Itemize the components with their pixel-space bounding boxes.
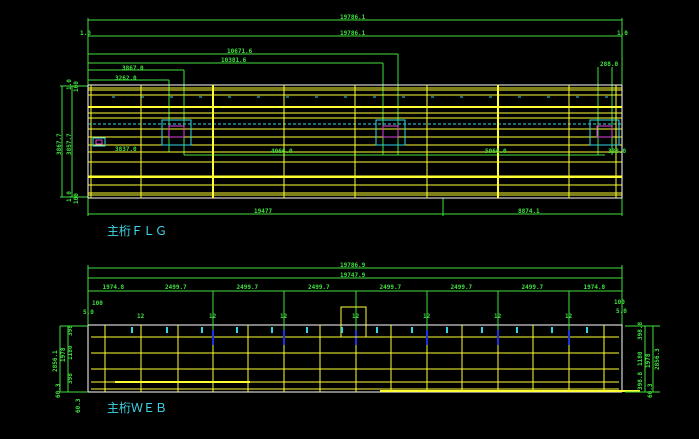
flange-edge-bottom: 1.0 [66, 191, 73, 202]
splice-box [161, 119, 192, 146]
web-top-right-a: 100 [614, 299, 625, 306]
web-right-dim-0: 398.8 [637, 322, 644, 340]
stiffener-mark: 12 [565, 313, 573, 320]
flange-edge-top: 1.0 [66, 79, 73, 90]
web-title: 主桁ＷＥＢ [107, 401, 167, 415]
stiffener-mark: 12 [280, 313, 288, 320]
web-segment-dims: 1974.8 2499.7 2499.7 2499.7 2499.7 2499.7 2499… [103, 284, 606, 291]
web-stiffener-marks: 12 12 12 12 12 12 12 [137, 313, 573, 320]
flange-dim-c: 3867.0 [122, 65, 144, 72]
web-right-dim-3: 1978 [645, 353, 652, 368]
web-segment-dim: 1974.8 [103, 284, 125, 291]
flange-bottom-left-dim: 19477 [254, 208, 272, 215]
flange-dim-a: 10671.6 [227, 48, 253, 55]
web-segment-dim: 1974.8 [584, 284, 606, 291]
splice-hole [168, 125, 185, 138]
web-segment-dim: 2499.7 [451, 284, 473, 291]
web-left-dim-4: 398 [67, 373, 74, 384]
flange-edge-bottom-2: 100 [73, 193, 80, 204]
web-right-dim-5: 60.3 [647, 383, 654, 398]
manhole-inner [95, 139, 103, 145]
web-left-dim-1: 1978 [60, 347, 67, 362]
stiffener-mark: 12 [352, 313, 360, 320]
flange-title: 主桁ＦＬＧ [107, 224, 167, 238]
splice-detail [340, 306, 367, 338]
flange-end-left: 1.0 [80, 30, 91, 37]
flange-dim-h: 288.0 [600, 61, 618, 68]
web-left-dim-2: 398 [67, 325, 74, 336]
flange-total-dim-1: 19786.1 [340, 14, 366, 21]
flange-height-outer: 3867.7 [56, 133, 63, 155]
flange-dim-i: 338.0 [608, 148, 626, 155]
flange-dim-f: 4066.0 [271, 148, 293, 155]
stiffener-mark: 12 [494, 313, 502, 320]
splice-hole [382, 125, 399, 138]
flange-dim-e: 3837.0 [115, 146, 137, 153]
web-segment-dim: 2499.7 [522, 284, 544, 291]
flange-end-right: 1.0 [617, 30, 628, 37]
web-right-dim-4: 2856.3 [654, 348, 661, 370]
web-left-dim-0: 2856.1 [52, 350, 59, 372]
web-right-dim-1: 1180 [637, 351, 644, 366]
web-left-dim-5: 60.3 [55, 383, 62, 398]
web-top-left-a: 100 [92, 300, 103, 307]
flange-dim-b: 10381.6 [221, 57, 247, 64]
stiffener-mark: 12 [209, 313, 217, 320]
web-left-dim-6: 60.3 [75, 398, 82, 413]
flange-height-inner: 3857.7 [66, 133, 73, 155]
web-left-dim-3: 1180 [67, 345, 74, 360]
drawing-geometry [59, 18, 660, 393]
flange-dim-g: 5066.0 [485, 148, 507, 155]
manhole [92, 137, 106, 147]
flange-total-dim-2: 19786.1 [340, 30, 366, 37]
flange-edge-top-2: 100 [73, 81, 80, 92]
web-top-right-b: 5.0 [616, 308, 627, 315]
splice-hole [596, 125, 613, 138]
web-segment-dim: 2499.7 [165, 284, 187, 291]
web-segment-dim: 2499.7 [380, 284, 402, 291]
splice-box [589, 119, 620, 146]
splice-box [375, 119, 406, 146]
web-total-dim-1: 19786.9 [340, 262, 366, 269]
flange-bottom-right-dim: 8874.1 [518, 208, 540, 215]
web-segment-dim: 2499.7 [308, 284, 330, 291]
stiffener-mark: 12 [423, 313, 431, 320]
web-total-dim-2: 19747.9 [340, 272, 366, 279]
stiffener-mark: 12 [137, 313, 145, 320]
web-segment-dim: 2499.7 [237, 284, 259, 291]
web-right-dim-2: 398.8 [637, 372, 644, 390]
web-top-left-b: 5.0 [83, 309, 94, 316]
flange-dim-d: 3262.0 [115, 75, 137, 82]
